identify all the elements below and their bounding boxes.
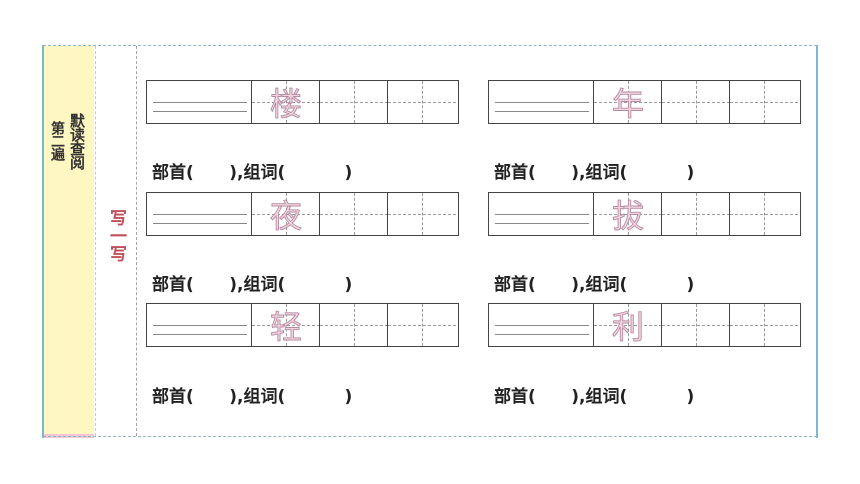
tian-grid-square[interactable] xyxy=(593,81,662,123)
writing-cell[interactable]: 年 xyxy=(488,80,801,124)
frame-bottom-border xyxy=(43,436,817,437)
tian-grid-square[interactable] xyxy=(387,304,456,346)
tian-grid-square[interactable] xyxy=(387,81,456,123)
tian-grid-square[interactable] xyxy=(593,304,662,346)
section-label-write: 写一写 xyxy=(106,209,126,263)
writing-cell[interactable]: 轻 xyxy=(146,303,459,347)
tian-grid-square[interactable] xyxy=(319,304,388,346)
side-divider xyxy=(95,46,96,436)
pinyin-lines[interactable] xyxy=(489,193,594,235)
pinyin-lines[interactable] xyxy=(147,304,252,346)
tian-grid-square[interactable] xyxy=(661,81,730,123)
tian-grid-square[interactable] xyxy=(661,193,730,235)
tian-grid-square[interactable] xyxy=(251,81,320,123)
tian-grid-square[interactable] xyxy=(593,193,662,235)
side-panel xyxy=(44,46,94,436)
content-divider xyxy=(136,46,137,436)
frame-top-border xyxy=(43,45,817,46)
radical-word-prompt: 部首( ),组词( ) xyxy=(152,275,353,295)
tian-grid-square[interactable] xyxy=(729,304,798,346)
pinyin-lines[interactable] xyxy=(489,304,594,346)
side-title-pass: 第二遍 xyxy=(49,121,65,160)
tian-grid-square[interactable] xyxy=(251,304,320,346)
tian-grid-square[interactable] xyxy=(661,304,730,346)
radical-word-prompt: 部首( ),组词( ) xyxy=(152,163,353,183)
writing-cell[interactable]: 夜 xyxy=(146,192,459,236)
writing-cell[interactable]: 利 xyxy=(488,303,801,347)
radical-word-prompt: 部首( ),组词( ) xyxy=(152,387,353,407)
tian-grid-square[interactable] xyxy=(319,193,388,235)
pinyin-lines[interactable] xyxy=(147,193,252,235)
writing-cell[interactable]: 拔 xyxy=(488,192,801,236)
tian-grid-square[interactable] xyxy=(387,193,456,235)
frame-left-border xyxy=(42,45,44,438)
tian-grid-square[interactable] xyxy=(319,81,388,123)
frame-right-border xyxy=(816,45,818,438)
pinyin-lines[interactable] xyxy=(489,81,594,123)
radical-word-prompt: 部首( ),组词( ) xyxy=(494,275,695,295)
side-title-reading: 默读查阅 xyxy=(68,113,86,169)
radical-word-prompt: 部首( ),组词( ) xyxy=(494,163,695,183)
radical-word-prompt: 部首( ),组词( ) xyxy=(494,387,695,407)
pinyin-lines[interactable] xyxy=(147,81,252,123)
tian-grid-square[interactable] xyxy=(251,193,320,235)
tian-grid-square[interactable] xyxy=(729,81,798,123)
tian-grid-square[interactable] xyxy=(729,193,798,235)
writing-cell[interactable]: 楼 xyxy=(146,80,459,124)
